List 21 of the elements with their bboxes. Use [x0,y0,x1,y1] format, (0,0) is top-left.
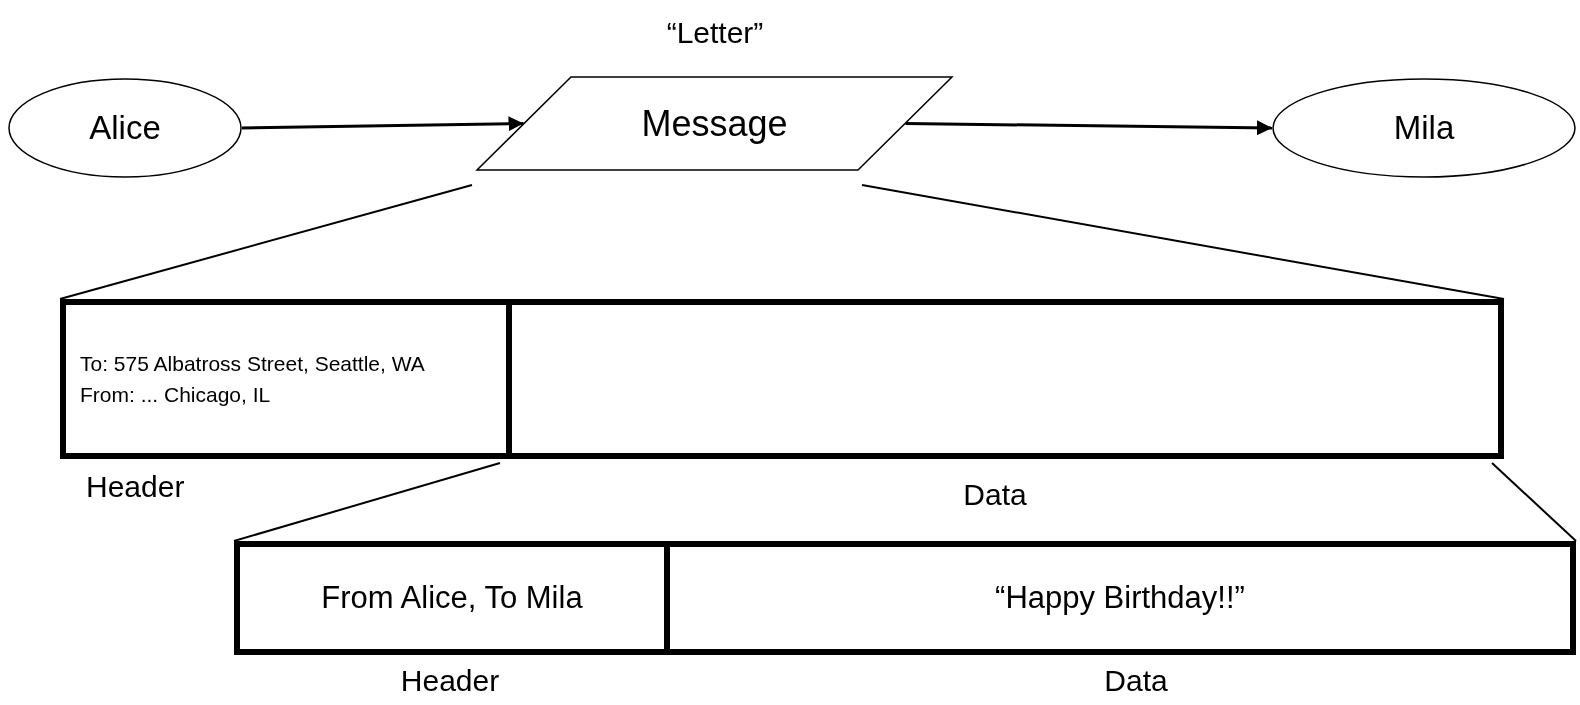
node-text: From Alice, To Mila [321,578,583,617]
caption-label: Header [400,664,500,698]
arrow [905,120,1272,136]
node-text: Mila [1393,108,1455,149]
caption-label: Header [86,470,185,504]
ellipse-node [8,78,242,178]
zoom-line [233,462,501,542]
node-text: Alice [89,108,161,149]
caption-label: “Letter” [666,16,764,50]
caption-label: Data [963,478,1027,512]
arrow [241,116,524,132]
ellipse-node [1272,78,1576,178]
node-text: From: ... Chicago, IL [80,382,271,408]
node-text: To: 575 Albatross Street, Seattle, WA [80,350,425,377]
zoom-line [861,184,1505,300]
caption-label: Data [1104,664,1168,698]
parallelogram-node [476,76,953,171]
zoom-line [1491,462,1577,542]
node-text: Message [641,101,788,146]
zoom-line [59,184,473,300]
node-text: “Happy Birthday!!” [995,578,1245,617]
